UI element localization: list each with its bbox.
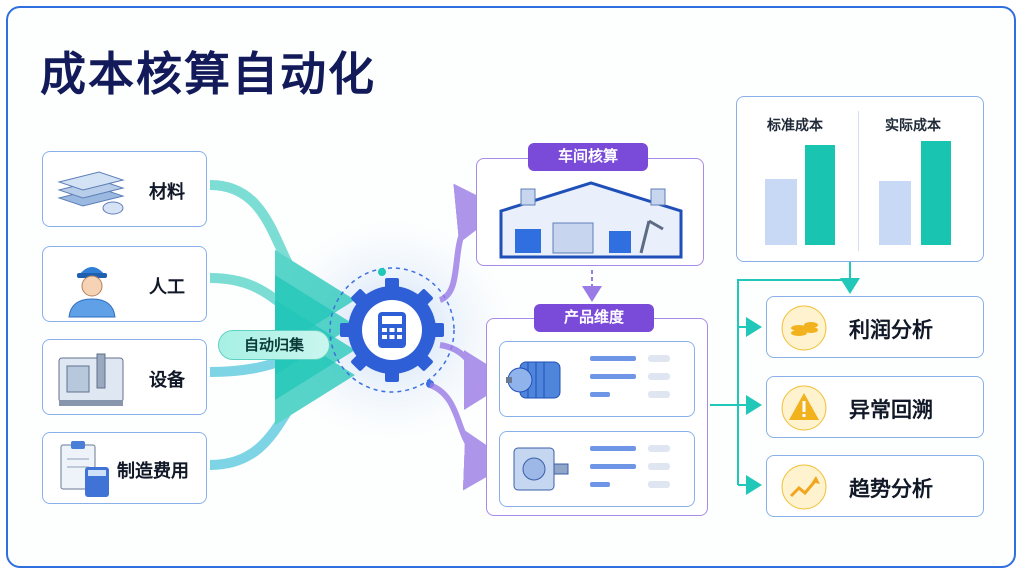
- output-label-profit: 利润分析: [849, 318, 933, 342]
- input-card-materials: 材料: [42, 151, 207, 227]
- page-title: 成本核算自动化: [40, 47, 376, 101]
- standard-cost-label: 标准成本: [767, 118, 823, 134]
- gearbox-spec-lines: [590, 445, 670, 488]
- standard-bar-standard: [765, 179, 797, 245]
- input-card-equipment: 设备: [42, 339, 207, 415]
- gear-calculator-icon: [340, 278, 444, 382]
- factory-icon: [499, 181, 683, 259]
- warning-icon: [781, 385, 827, 431]
- output-label-trend: 趋势分析: [849, 477, 933, 501]
- input-label-equipment: 设备: [149, 370, 185, 391]
- motor-spec-lines: [590, 355, 670, 398]
- input-card-labor: 人工: [42, 246, 207, 322]
- divider: [858, 111, 859, 251]
- worker-icon: [68, 267, 116, 318]
- auto-collect-badge: 自动归集: [218, 330, 330, 360]
- input-label-materials: 材料: [149, 182, 185, 203]
- gearbox-icon: [513, 447, 569, 491]
- input-label-overhead: 制造费用: [117, 461, 189, 482]
- invoice-calculator-icon: [60, 441, 109, 497]
- motor-icon: [506, 361, 561, 399]
- actual-bar-actual: [921, 141, 951, 245]
- standard-bar-actual: [805, 145, 835, 245]
- orbit-dot-top: [378, 268, 386, 276]
- output-card-trend: 趋势分析: [766, 455, 984, 517]
- workshop-panel: [476, 158, 704, 266]
- workshop-label: 车间核算: [528, 143, 648, 171]
- cost-comparison-panel: 标准成本 实际成本: [736, 96, 984, 262]
- product-label: 产品维度: [534, 304, 654, 332]
- materials-stack-icon: [57, 171, 125, 215]
- coins-icon: [781, 305, 827, 351]
- actual-bar-standard: [879, 181, 911, 245]
- actual-cost-label: 实际成本: [885, 118, 941, 134]
- product-panel: [486, 318, 708, 516]
- flow-line-overhead: [209, 325, 355, 470]
- trend-chart-icon: [781, 464, 827, 510]
- output-card-anomaly: 异常回溯: [766, 376, 984, 438]
- product-item-motor: [499, 341, 695, 417]
- flow-bracket: [737, 279, 850, 485]
- output-label-anomaly: 异常回溯: [849, 398, 933, 422]
- flow-line-to-gearbox: [428, 382, 512, 491]
- product-item-gearbox: [499, 431, 695, 507]
- output-card-profit: 利润分析: [766, 296, 984, 358]
- input-card-overhead: 制造费用: [42, 432, 207, 504]
- gear-orbit: [329, 267, 455, 393]
- machine-icon: [58, 353, 124, 406]
- input-label-labor: 人工: [149, 277, 185, 298]
